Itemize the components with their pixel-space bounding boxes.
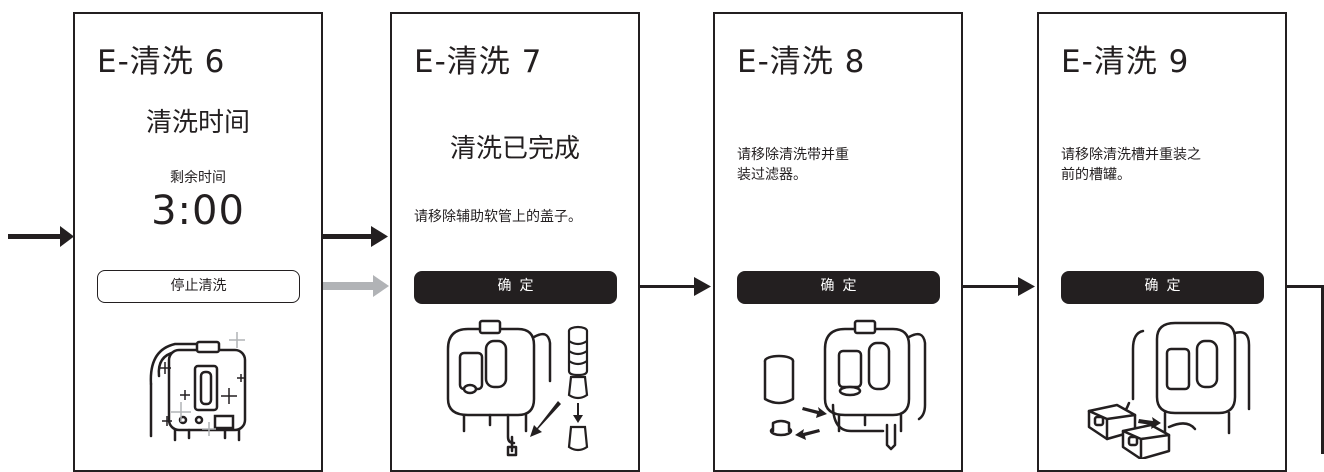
machine-cleaning-illustration [149,332,247,442]
panel-heading: 清洗已完成 [449,134,580,164]
panel-message-line-1: 请移除清洗槽并重装之 [1061,147,1201,163]
arrow-into-panel-6 [8,226,74,247]
panel-clean-6: E-清洗 6 清洗时间 剩余时间 3:00 停止清洗 [73,12,323,472]
panel-title: E-清洗 8 [737,44,866,80]
reinstall-filter-illustration [763,319,927,451]
panel-clean-7: E-清洗 7 清洗已完成 请移除辅助软管上的盖子。 确定 [390,12,640,472]
panel-message: 请移除辅助软管上的盖子。 [414,209,582,225]
arrow-panel-7-to-8 [617,277,711,296]
arrow-panel-9-continue [1263,285,1324,454]
stop-cleaning-button[interactable]: 停止清洗 [97,270,300,303]
reinstall-tank-illustration [1087,321,1251,459]
panel-message-line-2: 前的槽罐。 [1061,167,1131,183]
arrow-panel-8-to-9 [939,277,1035,296]
confirm-button[interactable]: 确定 [414,271,617,304]
panel-clean-8: E-清洗 8 请移除清洗带并重 装过滤器。 确定 [713,12,963,472]
confirm-button[interactable]: 确定 [1061,271,1264,304]
remove-cap-illustration [446,319,589,457]
confirm-button[interactable]: 确定 [737,271,940,304]
panel-title: E-清洗 6 [97,44,226,80]
panel-title: E-清洗 7 [414,44,543,80]
remaining-time-value: 3:00 [151,188,245,234]
panel-clean-9: E-清洗 9 请移除清洗槽并重装之 前的槽罐。 确定 [1037,12,1287,472]
remaining-time-label: 剩余时间 [170,170,226,186]
panel-message-line-1: 请移除清洗带并重 [737,147,849,163]
panel-message-line-2: 装过滤器。 [737,167,807,183]
flow-arrows [8,226,1324,454]
panel-heading: 清洗时间 [145,108,250,138]
panel-title: E-清洗 9 [1061,44,1190,80]
arrow-panel-6-to-7 [323,226,388,247]
gray-arrow-stop-clean [300,275,389,297]
